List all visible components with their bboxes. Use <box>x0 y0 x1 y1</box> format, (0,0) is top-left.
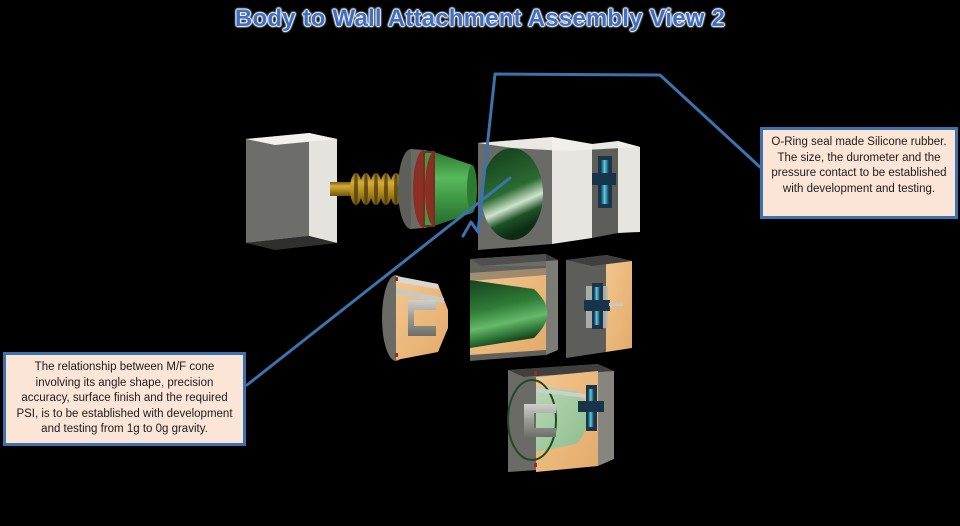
part-cone-section <box>382 275 448 361</box>
part-blue-fastener-section <box>584 283 610 329</box>
callout-oring-note: O-Ring seal made Silicone rubber. The si… <box>760 127 958 219</box>
part-body-section <box>470 254 558 361</box>
part-blue-fastener-assembled <box>578 385 604 431</box>
part-male-cone <box>398 149 477 229</box>
part-assembled-section <box>507 364 614 472</box>
part-backplate-section <box>566 255 632 358</box>
part-wall-block <box>246 133 337 250</box>
callout-cone-note: The relationship between M/F cone involv… <box>3 352 246 446</box>
page-title: Body to Wall Attachment Assembly View 2 <box>234 5 726 32</box>
part-female-body <box>478 137 640 250</box>
